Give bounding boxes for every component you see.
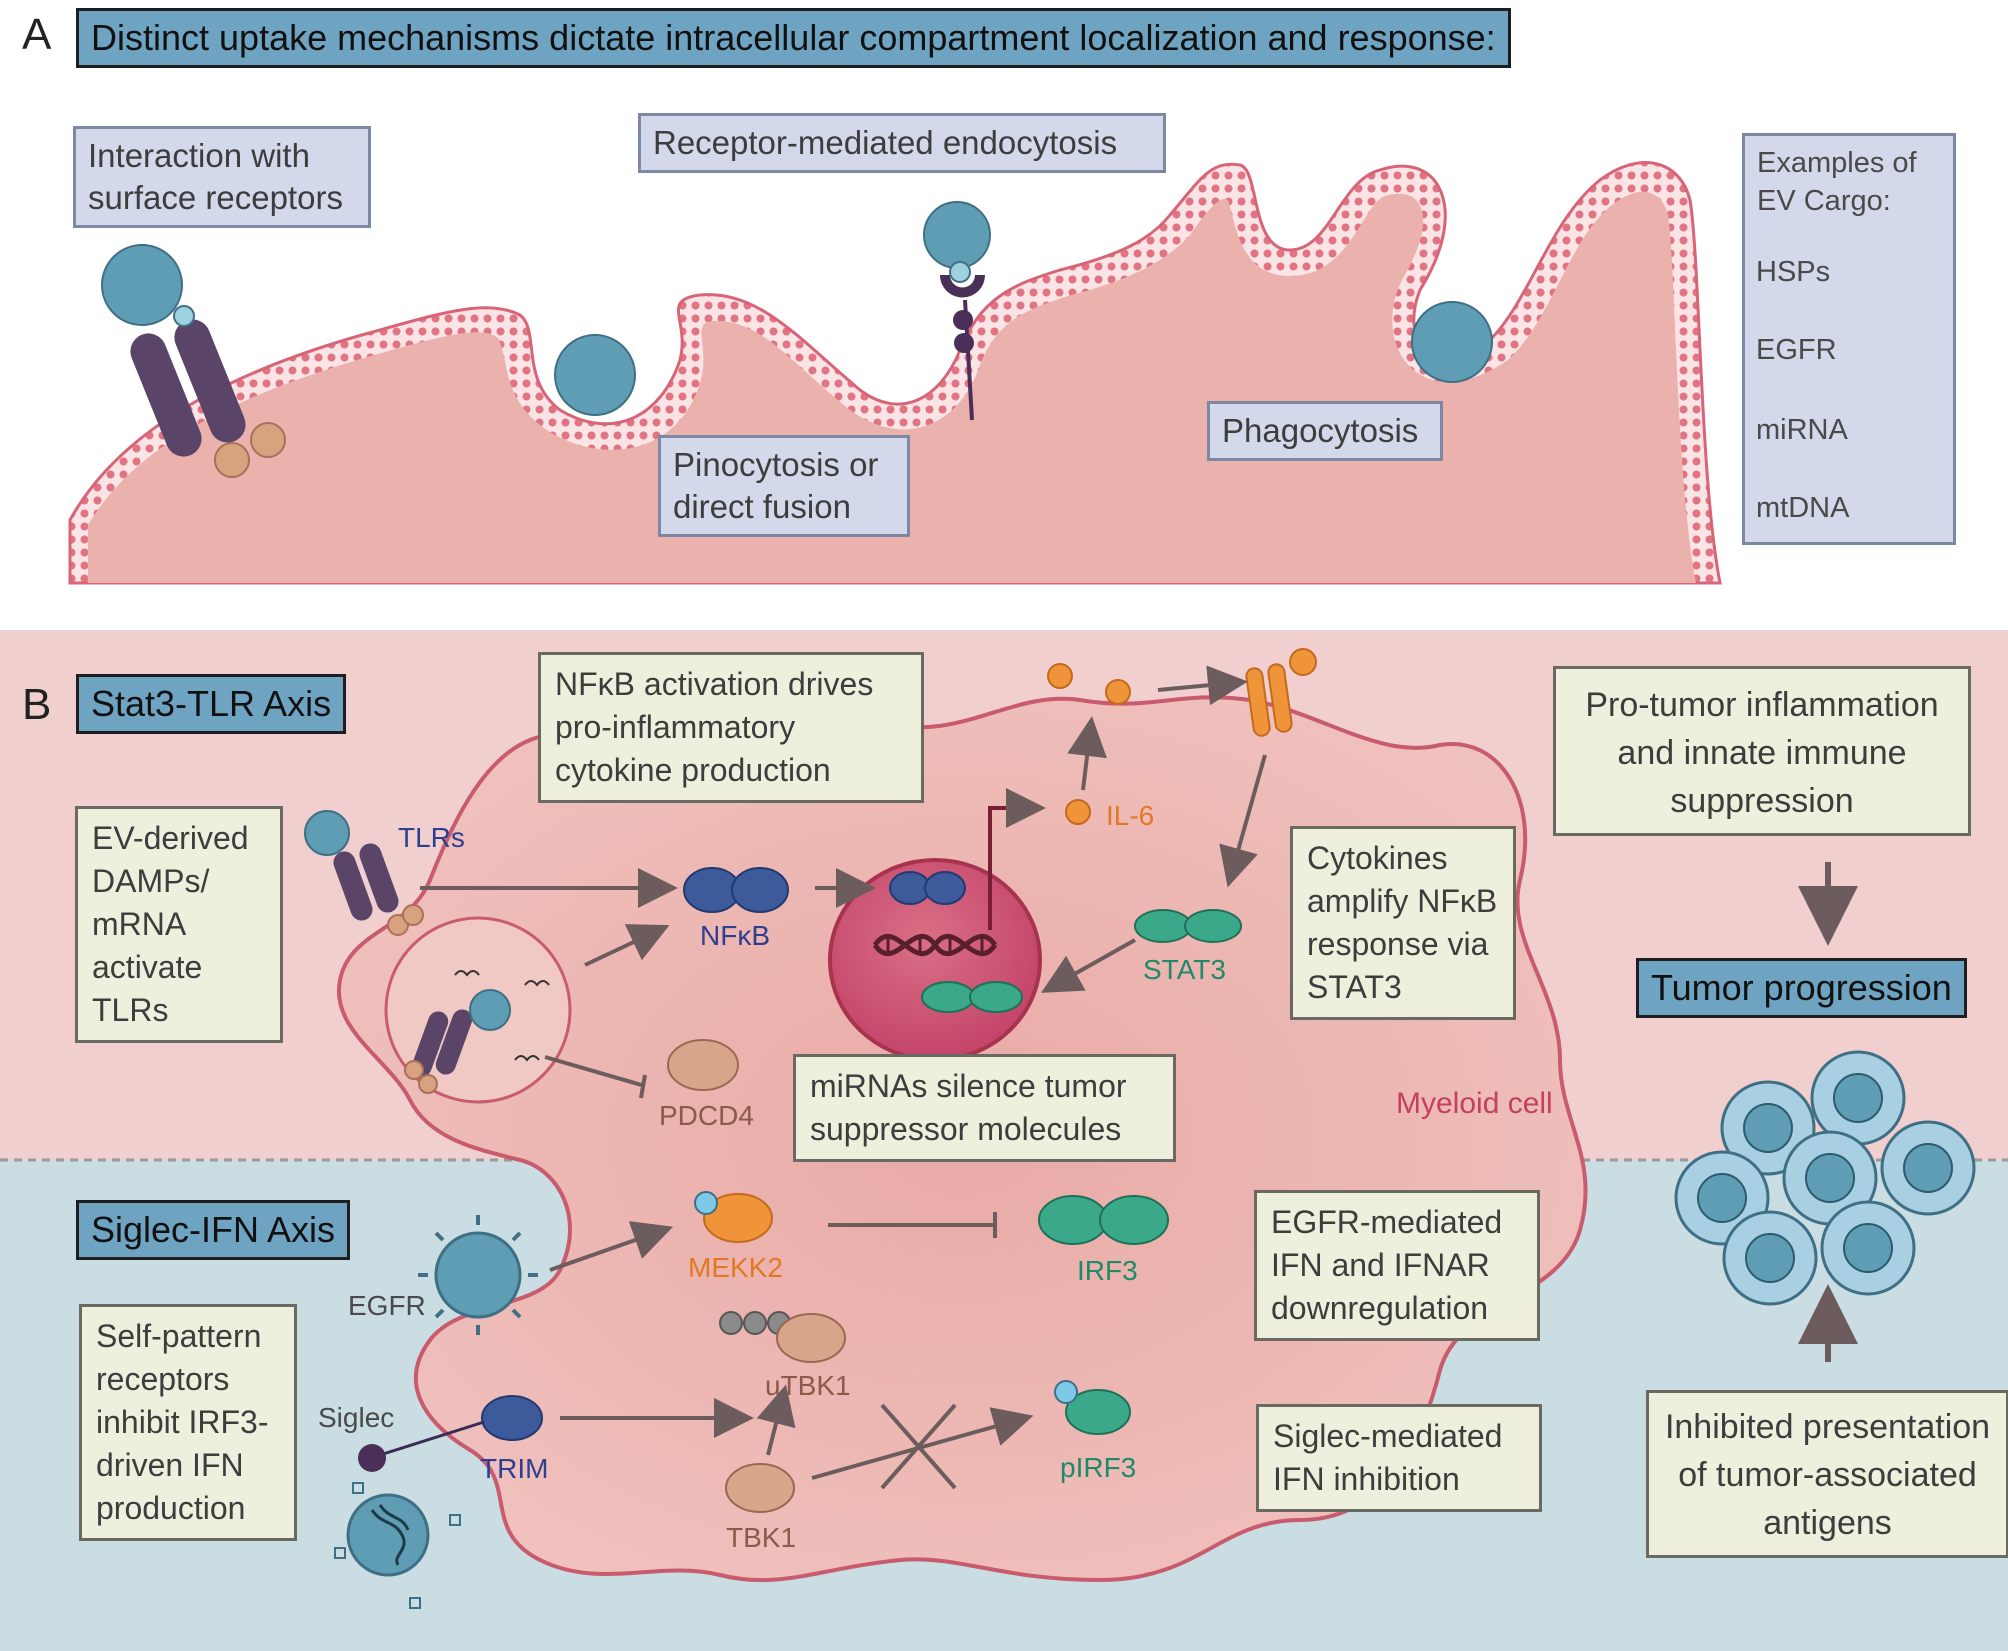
trim-label: TRIM — [480, 1453, 549, 1484]
mekk2-icon — [694, 1191, 773, 1243]
damps-note: EV-derived DAMPs/ mRNA activate TLRs — [75, 806, 283, 1043]
endosome — [384, 916, 572, 1104]
cargo-title: Examples of EV Cargo: — [1757, 147, 1917, 217]
tlr-receptor-icon — [304, 810, 424, 936]
pdcd4-label: PDCD4 — [659, 1100, 754, 1131]
phagocytosis-label: Phagocytosis — [1207, 401, 1443, 461]
trim-icon — [481, 1395, 543, 1441]
utbk1-label: uTBK1 — [765, 1370, 851, 1401]
pirf3-label: pIRF3 — [1060, 1452, 1137, 1483]
mirna-note: miRNAs silence tumor suppressor molecule… — [793, 1054, 1176, 1162]
cargo-hsps-label: HSPs — [1756, 256, 1831, 288]
blocked-x-icon — [880, 1403, 957, 1490]
cytoplasm-a — [88, 191, 1696, 583]
pirf3-icon — [1054, 1380, 1131, 1435]
phagocytosis-vesicle-icon — [1411, 301, 1493, 383]
panel-a-cell — [68, 161, 1722, 585]
vesicle-icon — [334, 1482, 461, 1609]
il6-receptor-icon — [1245, 648, 1317, 737]
tbk1-label: TBK1 — [726, 1522, 797, 1553]
inhibited-presentation-note: Inhibited presentation of tumor-associat… — [1646, 1390, 2008, 1558]
pinocytosis-vesicle-icon — [554, 334, 636, 416]
siglec-axis-title: Siglec-IFN Axis — [76, 1200, 351, 1260]
utbk1-icon — [719, 1311, 846, 1363]
irf3-label: IRF3 — [1077, 1255, 1138, 1286]
nucleus-stat3-icon — [921, 981, 1023, 1013]
transcription-arrow — [988, 788, 1046, 930]
irf3-icon — [1038, 1195, 1169, 1245]
cargo-egfr-label: EGFR — [1756, 334, 1837, 366]
pinocytosis-label: Pinocytosis or direct fusion — [658, 435, 910, 537]
dna-icon — [872, 934, 998, 956]
arrow — [1067, 716, 1107, 791]
stat3-icon — [1134, 909, 1242, 943]
egfr-label: EGFR — [348, 1290, 426, 1321]
nfkb-icon — [683, 867, 789, 913]
endocytosis-label: Receptor-mediated endocytosis — [638, 113, 1166, 173]
pdcd4-icon — [667, 1039, 739, 1091]
cargo-mirna-label: miRNA — [1756, 414, 1848, 446]
siglec-receptor-icon — [358, 1420, 485, 1472]
surface-receptors-label: Interaction with surface receptors — [73, 126, 371, 228]
surface-receptor-icon — [101, 244, 286, 478]
siglec-label: Siglec — [318, 1402, 395, 1433]
cargo-legend: Examples of EV Cargo: — [1742, 133, 1956, 545]
mekk2-label: MEKK2 — [688, 1252, 783, 1283]
stat3-label: STAT3 — [1143, 954, 1226, 985]
arrow — [549, 1221, 674, 1272]
cargo-mtdna-label: mtDNA — [1756, 492, 1850, 524]
il6-label: IL-6 — [1106, 800, 1155, 831]
cytokine-icon — [1105, 679, 1131, 705]
arrow — [1041, 938, 1136, 993]
il6-icon — [1065, 799, 1091, 825]
panel-letter-a: A — [22, 10, 52, 59]
arrow — [1219, 754, 1267, 888]
egfr-mediated-note: EGFR-mediated IFN and IFNAR downregulati… — [1254, 1190, 1540, 1341]
arrow — [584, 924, 670, 967]
cytokine-icon — [1047, 663, 1073, 689]
nucleus-nfkb-icon — [889, 871, 966, 905]
nfkb-label: NFκB — [700, 920, 770, 951]
tbk1-icon — [725, 1463, 795, 1513]
stat3-axis-title: Stat3-TLR Axis — [76, 674, 347, 734]
siglec-mediated-note: Siglec-mediated IFN inhibition — [1256, 1404, 1542, 1512]
cytokines-note: Cytokines amplify NFκB response via STAT… — [1290, 826, 1516, 1020]
pro-tumor-note: Pro-tumor inflammation and innate immune… — [1553, 666, 1971, 836]
endocytosis-receptor-icon — [923, 201, 991, 421]
panel-a-title: Distinct uptake mechanisms dictate intra… — [76, 8, 1511, 68]
panel-letter-b: B — [22, 680, 52, 729]
self-pattern-note: Self-pattern receptors inhibit IRF3-driv… — [79, 1304, 297, 1541]
tumor-progression-label: Tumor progression — [1636, 958, 1967, 1018]
nfkb-activation-note: NFκB activation drives pro-inflammatory … — [538, 652, 924, 803]
tumor-cluster-icon — [1674, 1050, 1976, 1306]
arrow — [756, 1384, 796, 1456]
myeloid-cell-label: Myeloid cell — [1396, 1087, 1553, 1120]
inhibition-line — [544, 1055, 647, 1099]
arrow — [1157, 665, 1248, 706]
tlrs-label: TLRs — [398, 822, 465, 853]
inhibition-line — [828, 1212, 997, 1238]
egfr-vesicle-icon — [418, 1215, 538, 1335]
